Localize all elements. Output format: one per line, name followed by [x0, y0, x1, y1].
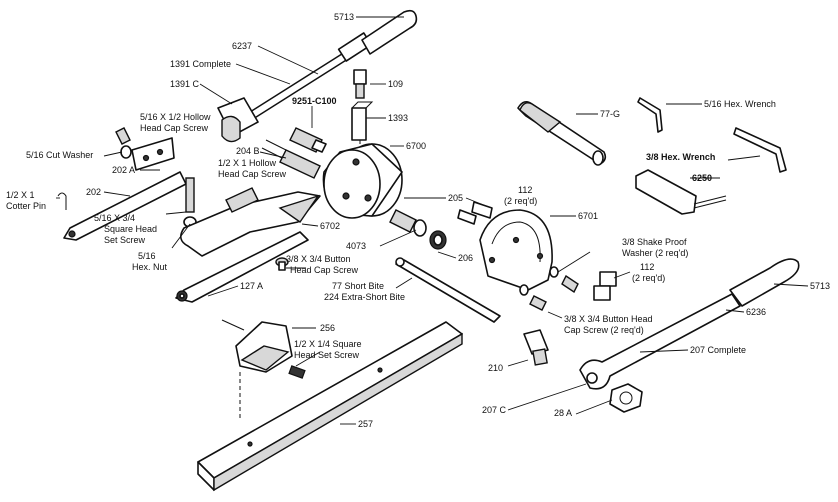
- bar-6250: [635, 169, 727, 215]
- label-1391-complete: 1391 Complete: [170, 59, 231, 69]
- leader-lines: [56, 16, 809, 425]
- label-112-top-2: (2 req'd): [504, 196, 537, 206]
- label-6701: 6701: [578, 211, 598, 221]
- label-sq-head-3: Set Screw: [104, 235, 146, 245]
- label-sq14-2: Head Set Screw: [294, 350, 360, 360]
- label-bite-2: 224 Extra-Short Bite: [324, 292, 405, 302]
- washer-4073: [413, 219, 427, 237]
- label-cotter-2: Cotter Pin: [6, 201, 46, 211]
- foot-256: [221, 319, 293, 373]
- clip-112-top: [457, 201, 493, 225]
- label-6236: 6236: [746, 307, 766, 317]
- label-button-b-1: 3/8 X 3/4 Button Head: [564, 314, 653, 324]
- label-5713-top: 5713: [334, 12, 354, 22]
- label-button-a-1: 3/8 X 3/4 Button: [286, 254, 351, 264]
- label-257: 257: [358, 419, 373, 429]
- label-202: 202: [86, 187, 101, 197]
- label-112-mid-2: (2 req'd): [632, 273, 665, 283]
- pin-1393: [351, 101, 374, 141]
- label-hex-nut-1: 5/16: [138, 251, 156, 261]
- label-206: 206: [458, 253, 473, 263]
- label-5713-right: 5713: [810, 281, 830, 291]
- label-sq-head-1: 5/16 X 3/4: [94, 213, 135, 223]
- button-screw-b: [529, 274, 579, 311]
- cotter-pin: [57, 192, 67, 210]
- pin-112-mid: [593, 271, 617, 301]
- label-hex-nut-2: Hex. Nut: [132, 262, 168, 272]
- wrench-38: [733, 127, 787, 173]
- hollow-screw-516: [115, 127, 131, 145]
- label-77g: 77-G: [600, 109, 620, 119]
- label-202a: 202 A: [112, 165, 135, 175]
- hollow-screw-12: [225, 187, 259, 213]
- label-6250: 6250: [692, 173, 712, 183]
- label-205: 205: [448, 193, 463, 203]
- screw-205: [389, 209, 417, 233]
- label-6702: 6702: [320, 221, 340, 231]
- label-hollow-516-1: 5/16 X 1/2 Hollow: [140, 112, 211, 122]
- label-button-a-2: Head Cap Screw: [290, 265, 359, 275]
- pin-109: [353, 69, 367, 99]
- rail-257: [197, 321, 463, 492]
- cut-washer: [120, 145, 132, 159]
- label-210: 210: [488, 363, 503, 373]
- wrench-516: [637, 97, 663, 133]
- link-127a: [175, 231, 309, 303]
- label-bite-1: 77 Short Bite: [332, 281, 384, 291]
- label-6700: 6700: [406, 141, 426, 151]
- label-9251: 9251-C100: [292, 96, 337, 106]
- label-cotter-1: 1/2 X 1: [6, 190, 35, 200]
- label-hollow-12-2: Head Cap Screw: [218, 169, 287, 179]
- lever-handle-6237: [217, 9, 418, 143]
- label-1391c: 1391 C: [170, 79, 200, 89]
- label-wrench-516: 5/16 Hex. Wrench: [704, 99, 776, 109]
- label-sq14-1: 1/2 X 1/4 Square: [294, 339, 362, 349]
- label-sq-head-2: Square Head: [104, 224, 157, 234]
- label-204b: 204 B: [236, 146, 260, 156]
- label-wrench-38: 3/8 Hex. Wrench: [646, 152, 715, 162]
- label-6237: 6237: [232, 41, 252, 51]
- label-127a: 127 A: [240, 281, 263, 291]
- label-4073: 4073: [346, 241, 366, 251]
- label-112-mid-1: 112: [640, 262, 654, 272]
- label-hollow-12-1: 1/2 X 1 Hollow: [218, 158, 277, 168]
- label-hollow-516-2: Head Cap Screw: [140, 123, 209, 133]
- label-207-complete: 207 Complete: [690, 345, 746, 355]
- chuck-body-6700: [322, 143, 403, 219]
- roll-77g: [517, 100, 607, 166]
- arm-202: [63, 171, 187, 241]
- clamp-6702: [180, 191, 321, 257]
- label-shake-1: 3/8 Shake Proof: [622, 237, 687, 247]
- nut-206: [429, 230, 447, 250]
- label-28a: 28 A: [554, 408, 572, 418]
- label-112-top-1: 112: [518, 185, 532, 195]
- nut-28a: [609, 383, 643, 413]
- button-screw-a: [275, 257, 289, 271]
- handle-207: [579, 258, 800, 390]
- label-shake-2: Washer (2 req'd): [622, 248, 688, 258]
- set-screw-sq: [185, 177, 195, 213]
- bolt-210: [523, 329, 549, 366]
- label-256: 256: [320, 323, 335, 333]
- rod-77: [395, 257, 501, 323]
- plate-202a: [131, 137, 175, 171]
- part-labels: 5713 6237 1391 Complete 1391 C 109 9251-…: [6, 12, 830, 429]
- label-207c: 207 C: [482, 405, 507, 415]
- screw-9251: [289, 127, 327, 153]
- label-1393: 1393: [388, 113, 408, 123]
- sq-set-screw: [288, 365, 306, 379]
- bracket-6701: [479, 209, 553, 291]
- label-cut-washer: 5/16 Cut Washer: [26, 150, 93, 160]
- label-button-b-2: Cap Screw (2 req'd): [564, 325, 644, 335]
- label-109: 109: [388, 79, 403, 89]
